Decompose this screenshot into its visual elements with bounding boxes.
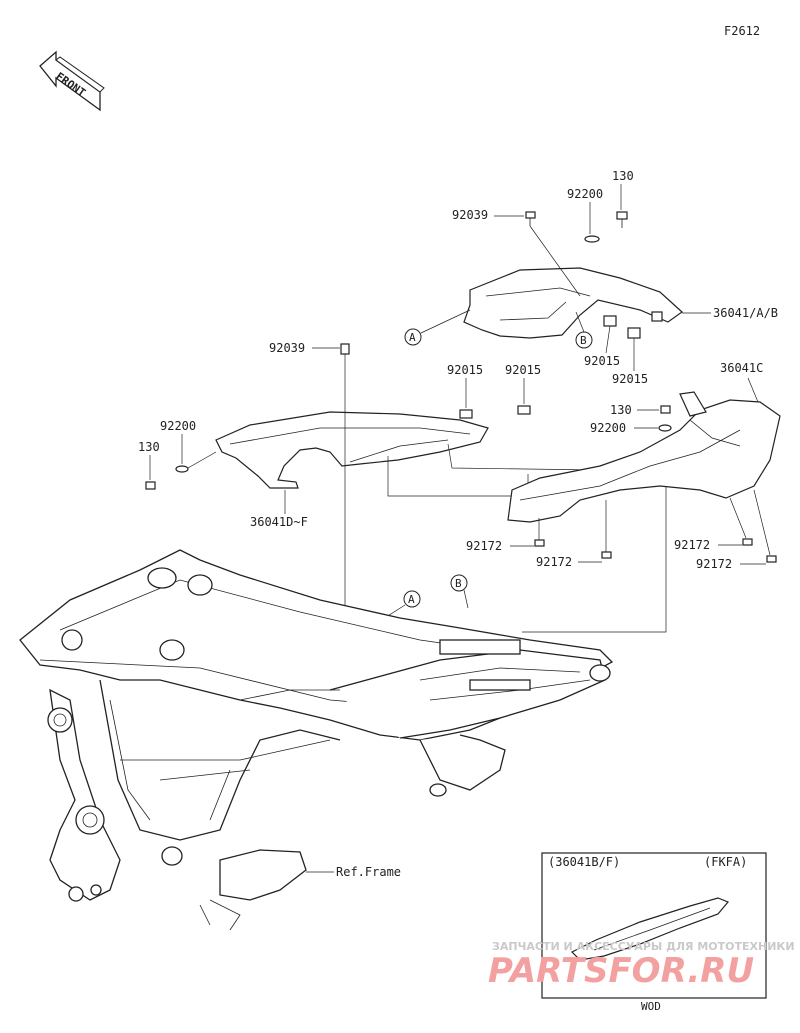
label-130-left: 130 bbox=[138, 440, 160, 454]
washer-92200-right-icon bbox=[658, 424, 672, 432]
label-130-right: 130 bbox=[610, 403, 632, 417]
label-92039-top: 92039 bbox=[452, 208, 488, 222]
label-ref-frame: Ref.Frame bbox=[336, 865, 401, 879]
screw-92039-top-icon bbox=[525, 211, 536, 226]
cover-36041c bbox=[507, 391, 781, 523]
label-36041df: 36041D~F bbox=[250, 515, 308, 529]
label-92200-right: 92200 bbox=[590, 421, 626, 435]
callout-a-top-label: A bbox=[409, 331, 416, 344]
label-92172-d: 92172 bbox=[696, 557, 732, 571]
watermark-main-text: PARTSFOR.RU bbox=[488, 951, 754, 991]
label-92015-r2: 92015 bbox=[612, 372, 648, 386]
bolt-130-top-icon bbox=[616, 211, 628, 228]
label-92200-left: 92200 bbox=[160, 419, 196, 433]
label-92172-a: 92172 bbox=[466, 539, 502, 553]
front-arrow-icon: FRONT bbox=[39, 50, 105, 112]
screw-92172-a-icon bbox=[534, 539, 545, 547]
label-92039-mid: 92039 bbox=[269, 341, 305, 355]
inset-bottom-label: WOD bbox=[641, 1000, 661, 1013]
inset-left-label: (36041B/F) bbox=[548, 855, 620, 869]
bolt-130-left-icon bbox=[145, 481, 156, 490]
label-36041c: 36041C bbox=[720, 361, 763, 375]
washer-92200-left-icon bbox=[175, 465, 189, 473]
figure-code: F2612 bbox=[724, 24, 760, 38]
label-36041ab: 36041/A/B bbox=[713, 306, 778, 320]
washer-92200-top-icon bbox=[584, 235, 600, 243]
label-130-top: 130 bbox=[612, 169, 634, 183]
label-92015-m2: 92015 bbox=[505, 363, 541, 377]
cover-36041ab bbox=[463, 267, 683, 339]
watermark-top-text: ЗАПЧАСТИ И АКСЕССУАРЫ ДЛЯ МОТОТЕХНИКИ bbox=[492, 940, 795, 953]
label-92172-b: 92172 bbox=[536, 555, 572, 569]
callout-a-frame bbox=[403, 590, 421, 608]
label-92015-r1: 92015 bbox=[584, 354, 620, 368]
label-92015-m1: 92015 bbox=[447, 363, 483, 377]
screw-92172-d-icon bbox=[766, 555, 777, 563]
screw-92172-c-icon bbox=[742, 538, 753, 546]
label-92200-top: 92200 bbox=[567, 187, 603, 201]
cover-36041df bbox=[215, 405, 531, 489]
variant-inset bbox=[541, 852, 767, 999]
callout-b-frame-label: B bbox=[455, 577, 462, 590]
inset-right-label: (FKFA) bbox=[704, 855, 747, 869]
screw-92172-b-icon bbox=[601, 551, 612, 559]
bolt-130-right-icon bbox=[660, 405, 671, 414]
callout-a-frame-label: A bbox=[408, 593, 415, 606]
callout-b-frame bbox=[450, 574, 468, 592]
label-92172-c: 92172 bbox=[674, 538, 710, 552]
motorcycle-frame bbox=[19, 549, 614, 931]
callout-a-top bbox=[404, 328, 422, 346]
callout-b-top-label: B bbox=[580, 334, 587, 347]
